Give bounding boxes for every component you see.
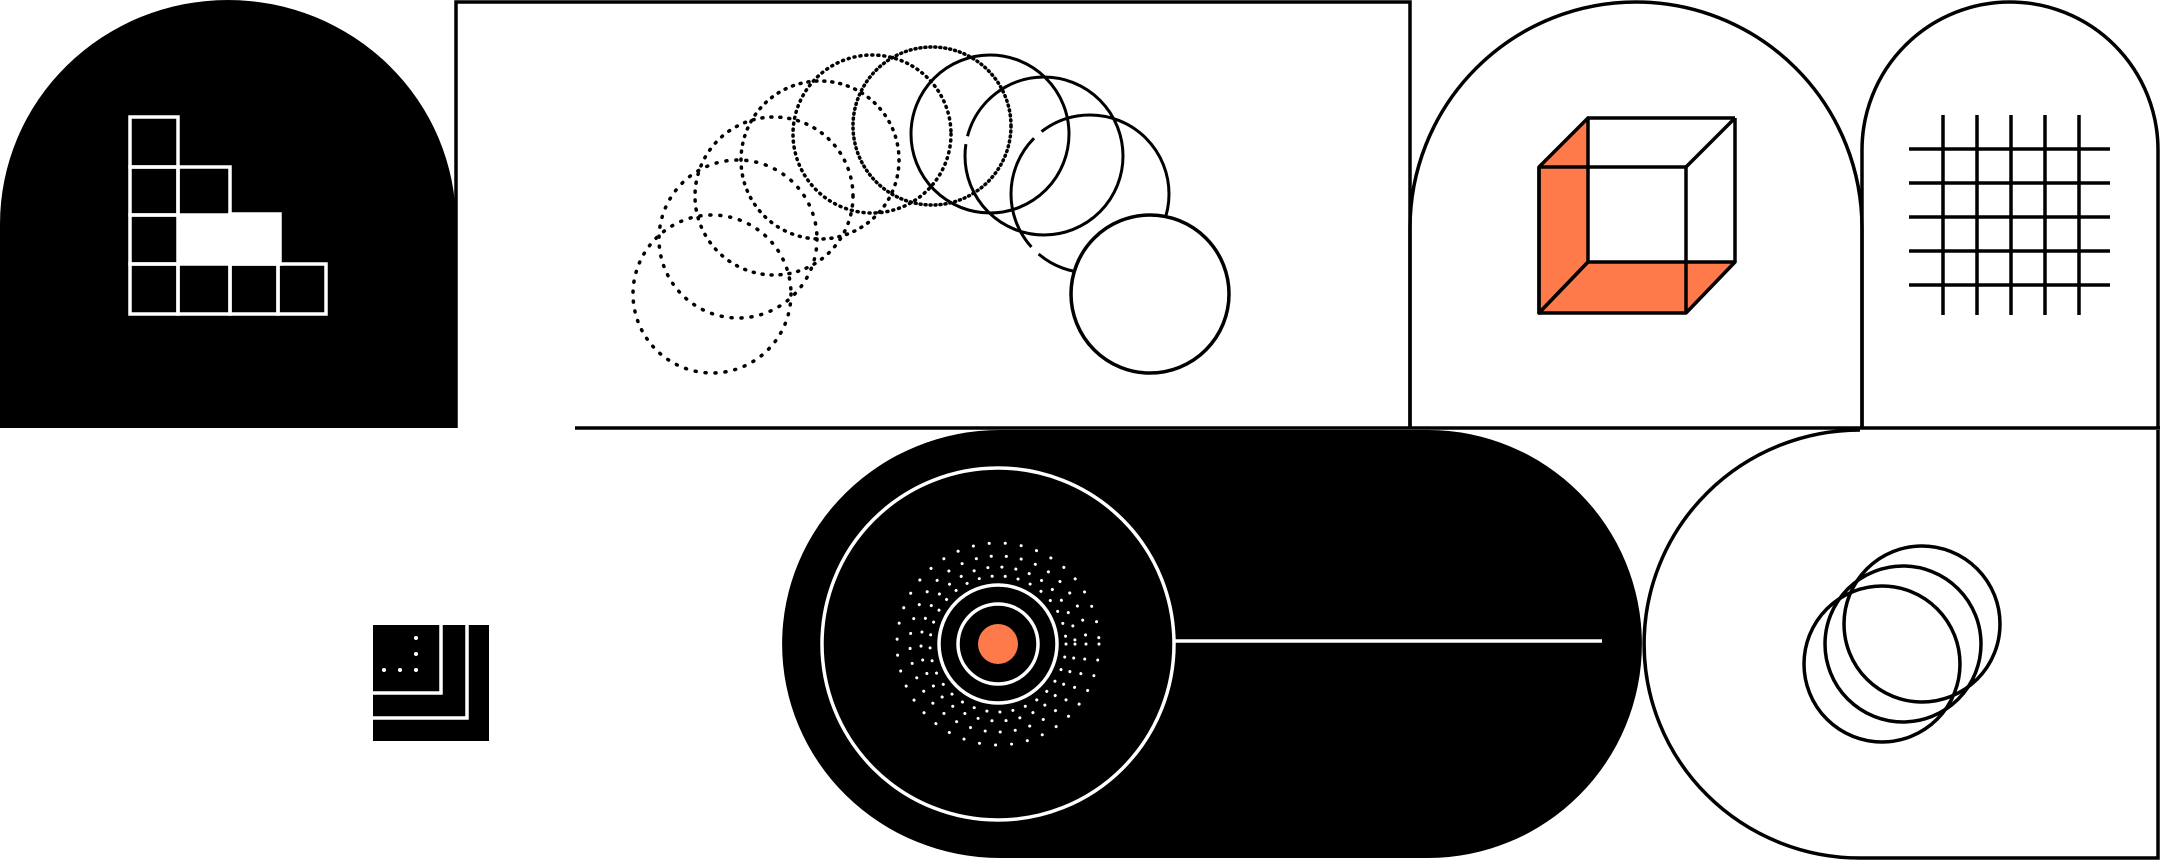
staircase-grid-icon: [128, 115, 328, 316]
stair-block-tile: [0, 0, 456, 428]
arch-frame: [1860, 0, 2160, 428]
tile-frame: [454, 0, 1412, 428]
overlapping-circles-arc-icon: [631, 45, 1231, 375]
spiral-circles-tile: [454, 0, 2160, 430]
target-rings-icon: [820, 466, 1602, 822]
nested-squares-tile: [373, 625, 489, 741]
overlapping-rings-icon: [1802, 544, 2002, 744]
pill-shape: [782, 430, 1642, 858]
target-pill-tile: [782, 430, 1642, 858]
wireframe-cube-tile: [1408, 0, 1864, 428]
arch-frame: [1408, 0, 1864, 428]
grid-lines-icon: [1909, 115, 2110, 315]
nested-squares-icon: [373, 625, 489, 741]
hash-grid-tile: [1860, 0, 2160, 428]
rounded-frame: [1642, 428, 2160, 860]
ring-cluster-tile: [1642, 428, 2160, 860]
cube-icon: [1537, 116, 1737, 315]
